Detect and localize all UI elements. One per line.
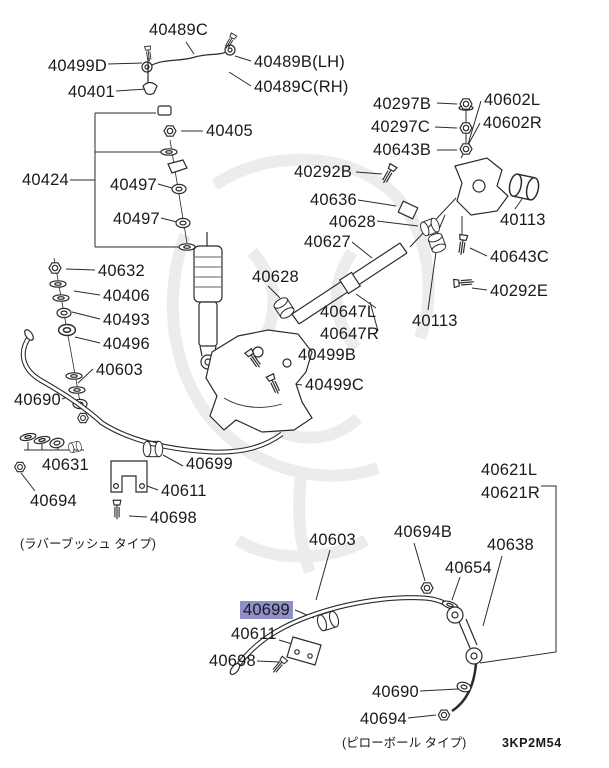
part-label[interactable]: 40643B [373,141,432,159]
part-label-highlighted[interactable]: 40699 [240,601,293,620]
part-label[interactable]: 40654 [445,559,492,577]
watermark-graphic [166,153,435,575]
parts-lineart [14,32,542,721]
part-label[interactable]: 40499B [298,346,357,364]
part-label[interactable]: 40499C [305,376,364,394]
part-label[interactable]: 40638 [487,536,534,554]
part-label[interactable]: 40632 [98,262,145,280]
part-label[interactable]: 40297C [371,118,430,136]
part-label[interactable]: 40690 [14,391,61,409]
part-label[interactable]: 40636 [310,191,357,209]
part-label[interactable]: 40489B(LH) [254,53,345,71]
part-label[interactable]: 40603 [309,531,356,549]
part-label[interactable]: 40698 [150,509,197,527]
type-note-rubber-bush: (ラバーブッシュ タイプ) [20,537,156,551]
part-label[interactable]: 40621L [481,461,538,479]
part-label[interactable]: 40405 [206,122,253,140]
part-label[interactable]: 40496 [103,335,150,353]
part-label[interactable]: 40401 [68,83,115,101]
part-label[interactable]: 40292B [294,163,353,181]
type-note-pillow-ball: (ピローボール タイプ) [342,736,467,750]
part-label[interactable]: 40628 [329,213,376,231]
part-label[interactable]: 40602R [483,114,542,132]
part-label[interactable]: 40113 [500,211,546,229]
part-label[interactable]: 40497 [113,210,160,228]
part-label[interactable]: 40694 [360,710,407,728]
part-label[interactable]: 40603 [96,361,143,379]
part-label[interactable]: 40297B [373,95,432,113]
part-label[interactable]: 40292E [490,282,549,300]
part-label[interactable]: 40699 [186,455,233,473]
part-label[interactable]: 40621R [481,484,540,502]
part-label[interactable]: 40647L [320,303,377,321]
part-label[interactable]: 40113 [412,312,458,330]
part-label[interactable]: 40643C [490,248,549,266]
part-label[interactable]: 40647R [320,325,379,343]
part-label[interactable]: 40611 [161,482,207,500]
part-label[interactable]: 40489C(RH) [254,78,349,96]
part-label[interactable]: 40698 [209,652,256,670]
part-label[interactable]: 40406 [103,287,150,305]
part-label[interactable]: 40690 [372,683,419,701]
drawing-code: 3KP2M54 [502,736,562,750]
part-label[interactable]: 40628 [252,268,299,286]
part-label[interactable]: 40497 [110,176,157,194]
part-label[interactable]: 40627 [304,233,351,251]
part-label[interactable]: 40499D [48,57,107,75]
part-label[interactable]: 40694 [30,492,77,510]
part-label[interactable]: 40424 [22,171,69,189]
part-label[interactable]: 40602L [484,91,541,109]
part-label[interactable]: 40694B [394,523,453,541]
part-label[interactable]: 40631 [42,456,89,474]
part-label[interactable]: 40611 [231,625,277,643]
part-label[interactable]: 40489C [149,21,208,39]
part-label[interactable]: 40493 [103,311,150,329]
